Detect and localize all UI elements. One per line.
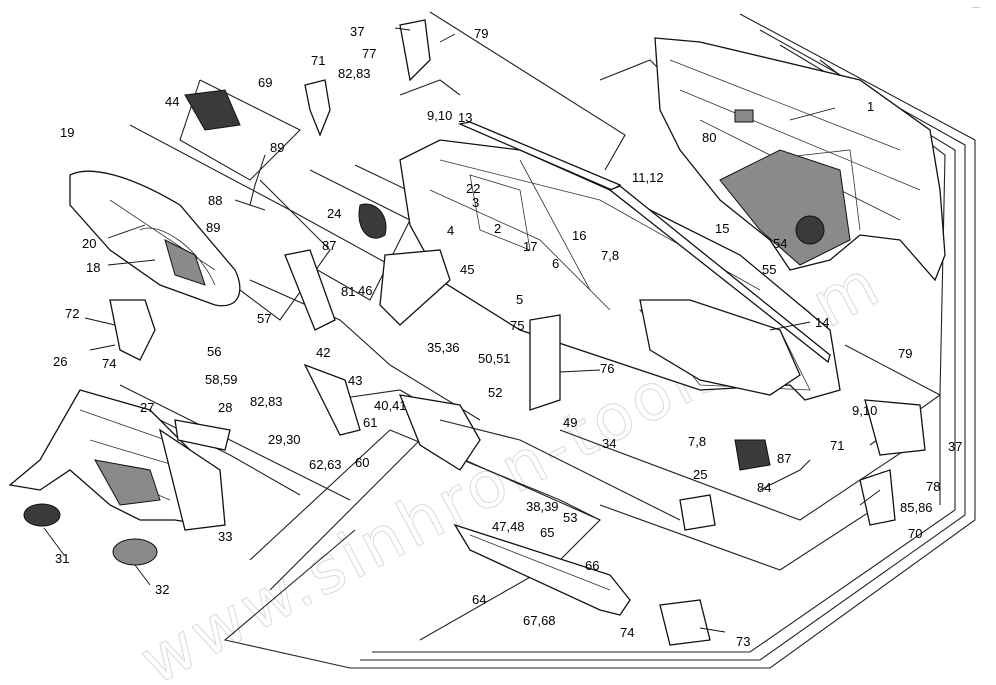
callout-72: 72 <box>65 306 79 321</box>
callout-79-b: 79 <box>898 346 912 361</box>
callout-27: 27 <box>140 400 154 415</box>
callout-49: 49 <box>563 415 577 430</box>
callout-76: 76 <box>600 361 614 376</box>
callout-42: 42 <box>316 345 330 360</box>
cluster-hood <box>69 170 241 307</box>
callout-40-41: 40,41 <box>374 398 407 413</box>
callout-43: 43 <box>348 373 362 388</box>
callout-5: 5 <box>516 292 523 307</box>
callout-26: 26 <box>53 354 67 369</box>
callout-18: 18 <box>86 260 100 275</box>
center-console <box>8 389 226 531</box>
callout-88: 88 <box>208 193 222 208</box>
callout-17: 17 <box>523 239 537 254</box>
callout-25: 25 <box>693 467 707 482</box>
callout-20: 20 <box>82 236 96 251</box>
callout-82-83: 82,83 <box>338 66 371 81</box>
callout-61: 61 <box>363 415 377 430</box>
callout-74: 74 <box>102 356 116 371</box>
callout-53: 53 <box>563 510 577 525</box>
callout-87-b: 87 <box>777 451 791 466</box>
callout-47-48: 47,48 <box>492 519 525 534</box>
callout-60: 60 <box>355 455 369 470</box>
callout-89: 89 <box>270 140 284 155</box>
callout-62-63: 62,63 <box>309 457 342 472</box>
small-brackets <box>109 19 926 646</box>
callout-67-68: 67,68 <box>523 613 556 628</box>
dashboard-cross-beam <box>654 37 946 282</box>
callout-57: 57 <box>257 311 271 326</box>
callout-77: 77 <box>362 46 376 61</box>
callout-19: 19 <box>60 125 74 140</box>
callout-66: 66 <box>585 558 599 573</box>
callout-33: 33 <box>218 529 232 544</box>
wire-harness <box>234 154 811 521</box>
top-trim-strip <box>457 121 831 364</box>
callout-55: 55 <box>762 262 776 277</box>
corner-mark: — <box>972 3 980 12</box>
callout-82-83-b: 82,83 <box>250 394 283 409</box>
callout-85-86: 85,86 <box>900 500 933 515</box>
leader-lines <box>43 27 881 633</box>
callout-34: 34 <box>602 436 616 451</box>
callout-65: 65 <box>540 525 554 540</box>
callout-64: 64 <box>472 592 486 607</box>
callout-38-39: 38,39 <box>526 499 559 514</box>
callout-7-8: 7,8 <box>601 248 619 263</box>
callout-13: 13 <box>458 110 472 125</box>
callout-73: 73 <box>736 634 750 649</box>
callout-28: 28 <box>218 400 232 415</box>
callout-89-b: 89 <box>206 220 220 235</box>
callout-50-51: 50,51 <box>478 351 511 366</box>
callout-87: 87 <box>322 238 336 253</box>
callout-labels: 37 79 77 71 82,83 69 44 9,10 13 1 80 19 … <box>53 24 962 649</box>
callout-7-8-b: 7,8 <box>688 434 706 449</box>
callout-71-b: 71 <box>830 438 844 453</box>
callout-74-b: 74 <box>620 625 634 640</box>
callout-4: 4 <box>447 223 454 238</box>
callout-32: 32 <box>155 582 169 597</box>
callout-52: 52 <box>488 385 502 400</box>
callout-79: 79 <box>474 26 488 41</box>
callout-9-10: 9,10 <box>427 108 452 123</box>
callout-6: 6 <box>552 256 559 271</box>
callout-84: 84 <box>757 480 771 495</box>
callout-35-36: 35,36 <box>427 340 460 355</box>
callout-81: 81 <box>341 284 355 299</box>
callout-80: 80 <box>702 130 716 145</box>
callout-1: 1 <box>867 99 874 114</box>
callout-2: 2 <box>494 221 501 236</box>
callout-9-10-b: 9,10 <box>852 403 877 418</box>
callout-75: 75 <box>510 318 524 333</box>
callout-70: 70 <box>908 526 922 541</box>
callout-29-30: 29,30 <box>268 432 301 447</box>
callout-14: 14 <box>815 315 829 330</box>
callout-56: 56 <box>207 344 221 359</box>
callout-54: 54 <box>773 236 787 251</box>
callout-22: 22 <box>466 181 480 196</box>
callout-44: 44 <box>165 94 179 109</box>
callout-24: 24 <box>327 206 341 221</box>
callout-3: 3 <box>472 195 479 210</box>
callout-31: 31 <box>55 551 69 566</box>
callout-58-59: 58,59 <box>205 372 238 387</box>
callout-37-b: 37 <box>948 439 962 454</box>
callout-71: 71 <box>311 53 325 68</box>
callout-11-12: 11,12 <box>632 170 664 185</box>
callout-45: 45 <box>460 262 474 277</box>
callout-16: 16 <box>572 228 586 243</box>
callout-15: 15 <box>715 221 729 236</box>
callout-46: 46 <box>358 283 372 298</box>
round-vents <box>23 503 158 566</box>
callout-69: 69 <box>258 75 272 90</box>
callout-78: 78 <box>926 479 940 494</box>
knee-bolster <box>453 523 631 616</box>
callout-37: 37 <box>350 24 364 39</box>
